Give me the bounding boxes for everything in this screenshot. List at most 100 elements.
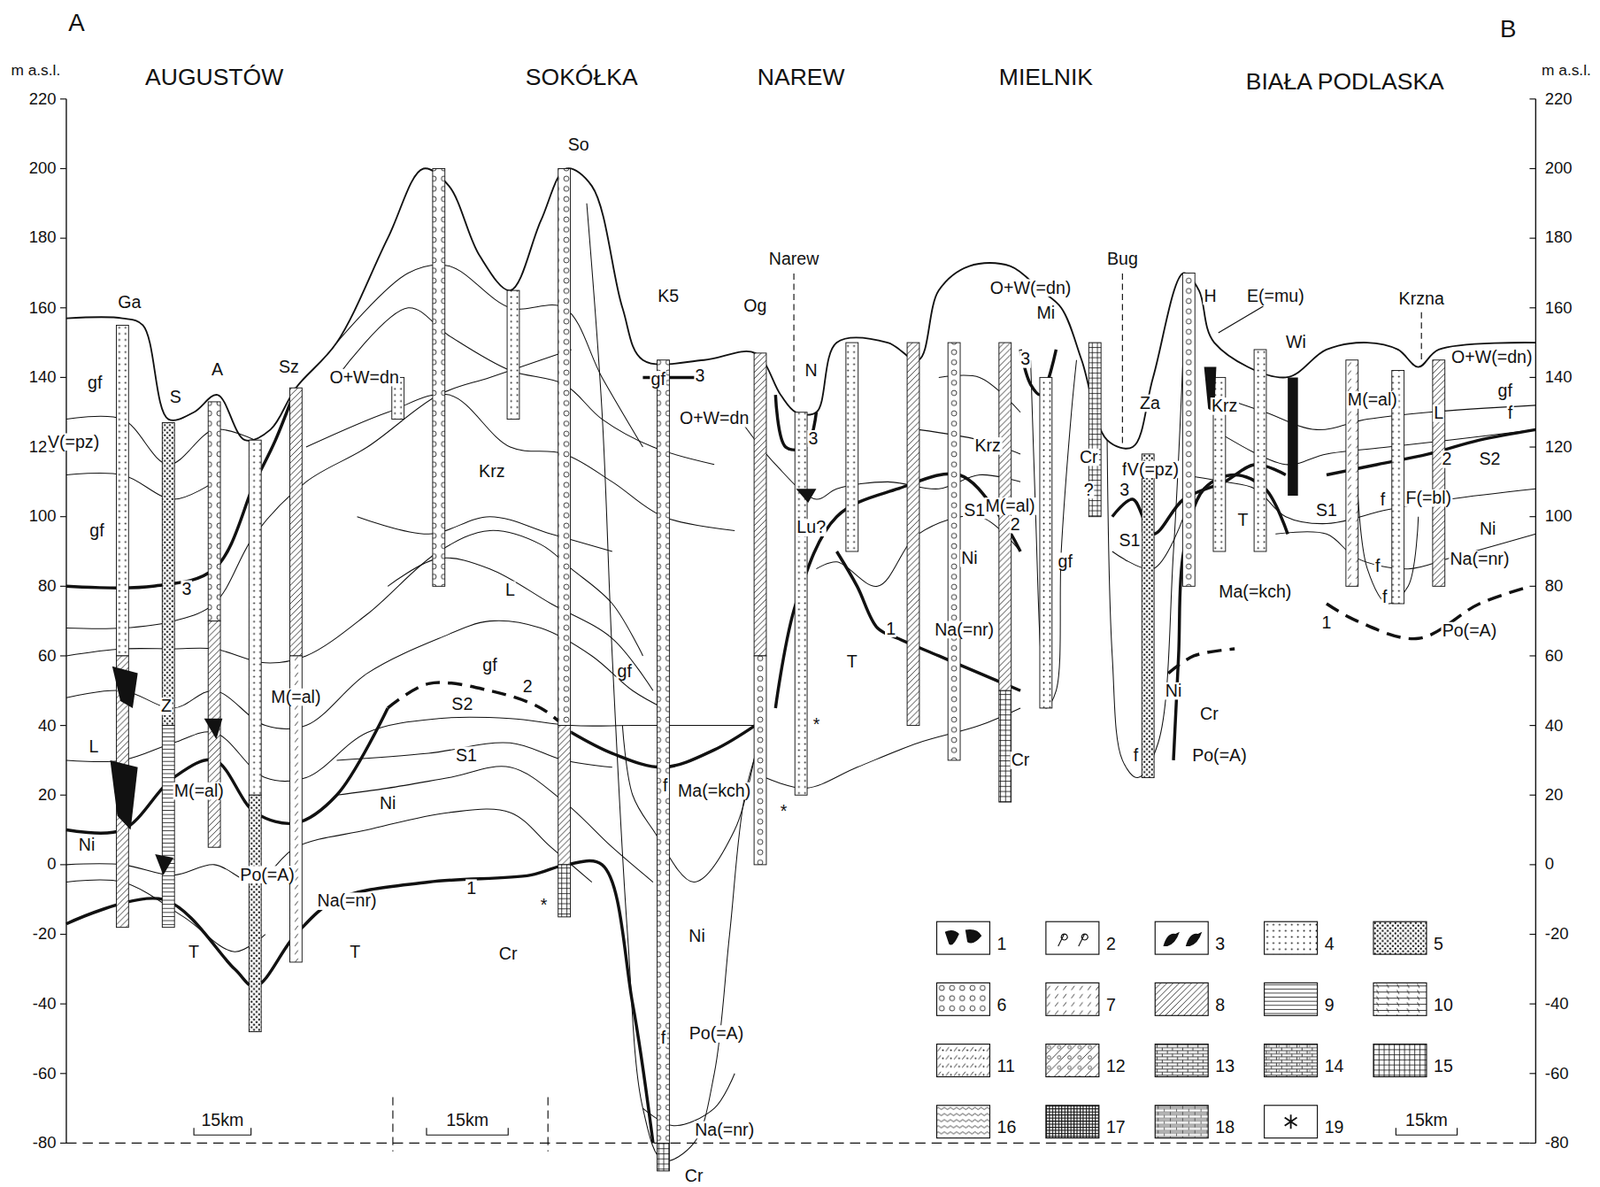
inferred-boundary [387, 682, 572, 732]
place-name: AUGUSTÓW [144, 65, 285, 90]
swatch-symbol [945, 929, 983, 946]
layer-boundary [66, 808, 593, 883]
legend-item [1046, 921, 1100, 954]
black-lens [204, 718, 224, 740]
stratum-label: Cr [684, 1167, 705, 1185]
black-lens [112, 666, 139, 708]
stratum-label: S1 [1315, 501, 1339, 520]
stratum-label: gf [1056, 552, 1074, 570]
legend-swatch [1264, 921, 1318, 954]
layer-boundary [66, 530, 643, 663]
legend-item [1373, 1044, 1427, 1077]
axis-label: 180 [27, 230, 57, 247]
legend-number: 10 [1432, 996, 1454, 1015]
place-name: NAREW [756, 65, 847, 90]
place-name: BIAŁA PODLASKA [1245, 69, 1446, 94]
stratum-label: Po(=A) [1191, 746, 1248, 764]
stratum-label: V(=pz) [46, 432, 101, 451]
borehole-column [507, 290, 520, 419]
legend-number: 19 [1323, 1118, 1346, 1137]
axis-tick [60, 307, 67, 308]
stratum-label: S2 [450, 695, 474, 714]
axis-tick [60, 1003, 67, 1005]
stratum-label: f [1374, 557, 1382, 576]
stratum-label: 3 [1118, 481, 1131, 500]
stratum-label: M(=al) [269, 688, 322, 707]
legend-swatch [1154, 982, 1208, 1016]
axis-tick [60, 794, 67, 796]
stratum-label: O+W(=dn) [1450, 348, 1534, 367]
legend-swatch [1154, 1105, 1208, 1139]
legend-item [1264, 1044, 1318, 1077]
stratum-label: K5 [656, 287, 680, 306]
stratum-label: Za [1138, 394, 1162, 413]
axis-label: 200 [1544, 160, 1574, 177]
stratum-label: 1 [1320, 614, 1332, 632]
borehole-column [1039, 376, 1053, 708]
stratum-label: Krzna [1397, 290, 1446, 308]
stratum-label: S1 [1117, 531, 1141, 550]
legend-number: 7 [1105, 996, 1117, 1015]
legend-number: 12 [1105, 1057, 1127, 1076]
axis-label: -80 [1544, 1134, 1570, 1151]
borehole-column [1253, 349, 1267, 552]
elevation-axis [60, 99, 1536, 1144]
stratum-label: A [210, 361, 224, 379]
stratum-label: O+W(=dn) [989, 278, 1073, 297]
stratum-label: 2 [1009, 515, 1022, 534]
legend-swatch [937, 982, 991, 1016]
stratum-label: * [779, 802, 789, 821]
stratum-label: * [811, 715, 821, 734]
axis-tick [1529, 1072, 1536, 1074]
borehole-column [1432, 360, 1446, 587]
stratum-label: M(=al) [173, 782, 225, 800]
stratum-label: T [1236, 511, 1249, 530]
stratum-label: 15km [445, 1111, 490, 1130]
stratum-label: gf [1496, 382, 1514, 400]
till-base-line [66, 861, 654, 1144]
stratum-label: 2 [1440, 450, 1453, 469]
axis-label: B [1499, 15, 1518, 41]
axis-label: 220 [27, 91, 57, 108]
stratum-label: Ma(=kch) [1217, 583, 1293, 601]
legend-item [1154, 1044, 1208, 1077]
stratum-label: Sz [277, 358, 300, 377]
axis-label: 160 [1544, 300, 1574, 316]
legend-swatch [1046, 982, 1100, 1016]
axis-label: m a.s.l. [1540, 61, 1593, 77]
axis-tick [1529, 933, 1536, 935]
axis-tick [60, 1072, 67, 1074]
black-lens [110, 760, 139, 831]
borehole-column [657, 1142, 670, 1170]
legend-number: 6 [995, 996, 1008, 1015]
stratum-label: gf [86, 374, 104, 393]
section-break [547, 1097, 549, 1152]
legend-swatch [1154, 921, 1208, 954]
legend-swatch [1373, 1044, 1427, 1077]
borehole-column [999, 690, 1012, 802]
borehole-column [161, 725, 175, 928]
axis-label: 40 [1544, 716, 1565, 733]
stratum-label: Ni [77, 836, 97, 854]
axis-tick [60, 654, 67, 656]
borehole-column [657, 360, 670, 1144]
boreholes [115, 168, 1445, 1170]
stratum-label: f [1381, 588, 1389, 607]
axis-label: 40 [37, 716, 58, 733]
stratum-label: Bug [1106, 250, 1139, 269]
legend-number: 5 [1432, 935, 1445, 954]
stratum-label: Z [160, 697, 173, 716]
axis-tick [1529, 585, 1536, 587]
legend-item [1154, 982, 1208, 1016]
borehole-column [558, 864, 571, 917]
borehole-column [558, 168, 571, 725]
layer-boundary [337, 264, 644, 447]
stratum-label: Po(=A) [688, 1024, 746, 1043]
borehole-column [753, 655, 767, 865]
axis-tick [1529, 98, 1536, 100]
stratum-label: Og [742, 297, 768, 316]
stratum-label: Mi [1035, 304, 1056, 323]
river-marker [793, 273, 795, 406]
stratum-label: T [187, 943, 200, 962]
